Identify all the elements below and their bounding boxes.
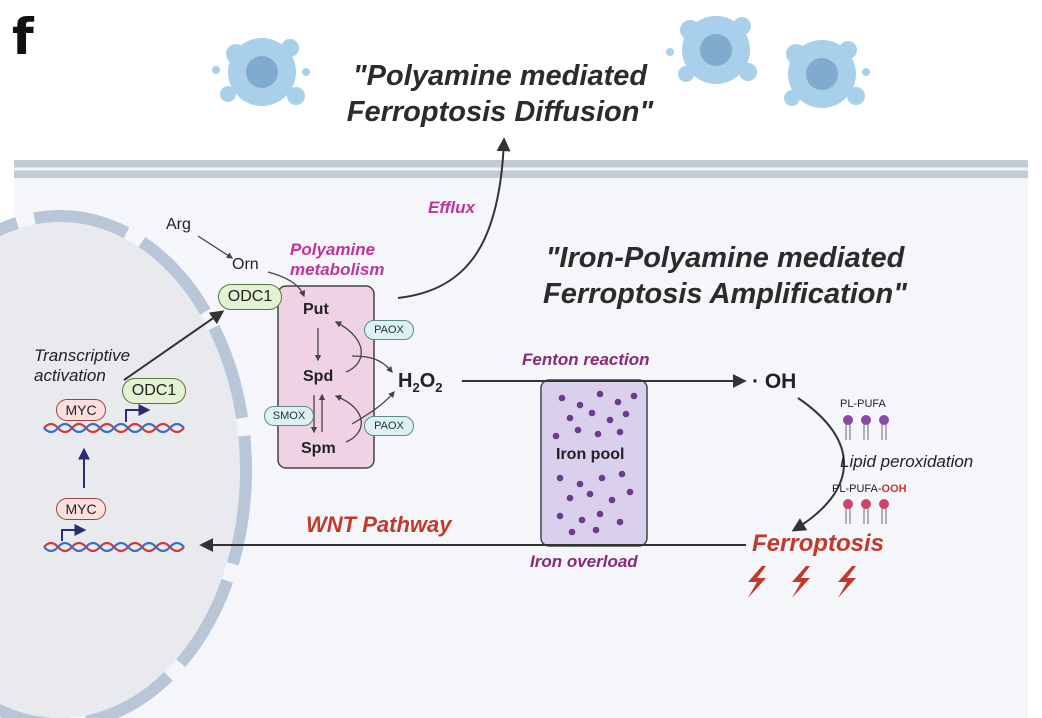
fenton-reaction-label: Fenton reaction bbox=[522, 350, 650, 369]
paox-bottom-curve bbox=[334, 394, 362, 443]
pl-pufa-ooh-prefix: PL-PUFA- bbox=[832, 483, 882, 495]
spm-label: Spm bbox=[301, 440, 336, 457]
amplification-title-line1: "Iron-Polyamine mediated bbox=[545, 242, 905, 274]
put-label: Put bbox=[303, 301, 329, 318]
diffusing-cell-icon-middle bbox=[666, 16, 757, 84]
pl-pufa-label: PL-PUFA bbox=[840, 398, 886, 410]
paox-top-h2o2 bbox=[351, 355, 393, 373]
efflux-arrow bbox=[397, 137, 511, 299]
diffusion-title-line2: Ferroptosis Diffusion" bbox=[346, 96, 654, 128]
paox-bottom-badge: PAOX bbox=[364, 416, 414, 436]
polyamine-metabolism-label: Polyamine metabolism bbox=[290, 240, 384, 280]
wnt-pathway-label: WNT Pathway bbox=[306, 512, 452, 537]
spd-label: Spd bbox=[303, 368, 334, 385]
paox-bottom-h2o2 bbox=[351, 391, 395, 425]
lightning-icons bbox=[748, 566, 856, 598]
odc1-gene-badge: ODC1 bbox=[122, 378, 186, 404]
diffusing-cell-icon-right bbox=[784, 40, 870, 108]
arg-to-orn-arrow bbox=[197, 235, 234, 259]
polyamine-metabolism-line2: metabolism bbox=[290, 260, 385, 279]
h2o2-label: H2O2 bbox=[398, 370, 442, 395]
promoter-arrow-myc bbox=[61, 524, 87, 541]
paox-top-badge: PAOX bbox=[364, 320, 414, 340]
paox-top-curve bbox=[334, 321, 362, 373]
pl-pufa-ooh-label: PL-PUFA-OOH bbox=[832, 483, 907, 495]
nuclear-envelope bbox=[0, 210, 252, 718]
transcriptive-activation-label: Transcriptive activation bbox=[34, 346, 130, 386]
orn-label: Orn bbox=[232, 256, 259, 273]
amplification-title-line2: Ferroptosis Amplification" bbox=[543, 278, 907, 310]
promoter-arrow-odc1 bbox=[125, 404, 151, 422]
smox-badge: SMOX bbox=[264, 406, 314, 426]
myc-protein-badge-lower: MYC bbox=[56, 498, 106, 520]
h2o2-o: O bbox=[419, 370, 436, 392]
diffusion-title: "Polyamine mediated Ferroptosis Diffusio… bbox=[330, 58, 670, 130]
dna-lower bbox=[43, 541, 185, 553]
arg-label: Arg bbox=[166, 216, 191, 233]
lipid-peroxidation-label: Lipid peroxidation bbox=[840, 452, 974, 471]
h2o2-sub1: 2 bbox=[412, 380, 420, 395]
pl-pufa-ooh-icon bbox=[843, 499, 889, 524]
dna-upper bbox=[43, 422, 185, 434]
transcriptive-line2: activation bbox=[34, 366, 106, 385]
amplification-title: "Iron-Polyamine mediated Ferroptosis Amp… bbox=[540, 240, 910, 312]
pl-pufa-icon bbox=[843, 415, 889, 440]
activation-arrow bbox=[123, 310, 225, 381]
h2o2-h: H bbox=[398, 370, 413, 392]
polyamine-metabolism-line1: Polyamine bbox=[290, 240, 376, 259]
iron-pool-label: Iron pool bbox=[556, 446, 625, 463]
oh-to-ferroptosis-arrow bbox=[791, 397, 845, 532]
diffusion-title-line1: "Polyamine mediated bbox=[352, 60, 648, 92]
ferroptosis-label: Ferroptosis bbox=[752, 530, 885, 557]
iron-overload-label: Iron overload bbox=[530, 552, 638, 571]
diffusing-cell-icon-left bbox=[212, 38, 310, 106]
odc1-protein-badge: ODC1 bbox=[218, 284, 282, 310]
h2o2-sub2: 2 bbox=[435, 380, 443, 395]
hydroxyl-radical-label: · OH bbox=[752, 370, 797, 393]
transcriptive-line1: Transcriptive bbox=[34, 346, 131, 365]
myc-protein-badge-upper: MYC bbox=[56, 399, 106, 421]
efflux-label: Efflux bbox=[428, 198, 475, 217]
panel-label: f bbox=[12, 8, 34, 66]
iron-particles bbox=[552, 390, 638, 536]
pl-pufa-ooh-suffix: OOH bbox=[881, 483, 907, 495]
nucleus bbox=[0, 222, 240, 718]
orn-to-put-arrow bbox=[267, 271, 306, 298]
